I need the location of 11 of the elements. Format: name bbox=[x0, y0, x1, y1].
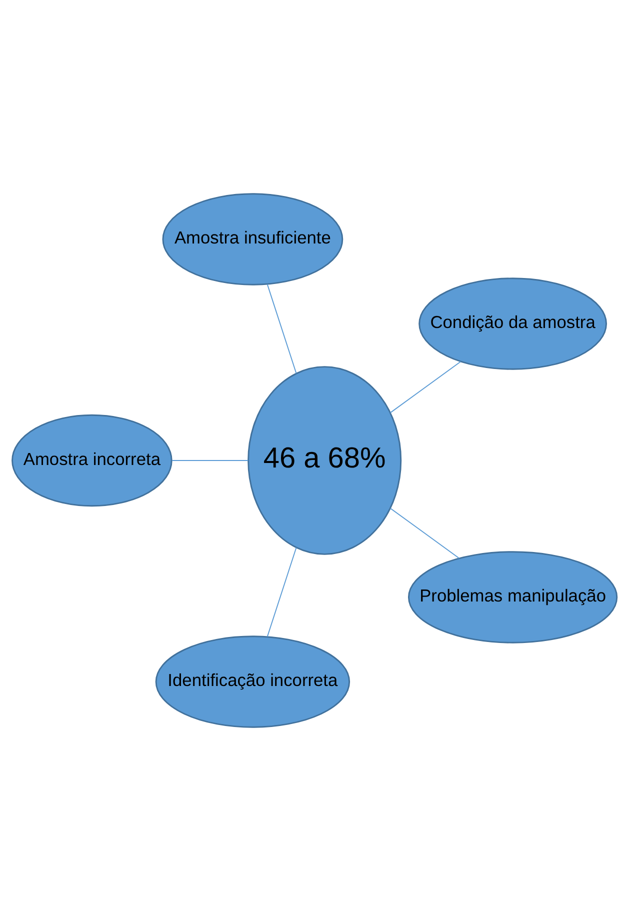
node-ellipse: Problemas manipulação bbox=[408, 551, 618, 644]
node-ellipse: 46 a 68% bbox=[248, 366, 402, 555]
connector bbox=[172, 460, 249, 461]
connector bbox=[390, 508, 460, 559]
node-ellipse: Identificação incorreta bbox=[155, 636, 350, 728]
connector bbox=[390, 361, 462, 414]
connector bbox=[266, 284, 297, 374]
node-ellipse: Amostra incorreta bbox=[12, 414, 172, 507]
node-ellipse: Amostra insuficiente bbox=[162, 193, 344, 286]
connector bbox=[266, 547, 297, 638]
node-ellipse: Condição da amostra bbox=[418, 278, 607, 370]
